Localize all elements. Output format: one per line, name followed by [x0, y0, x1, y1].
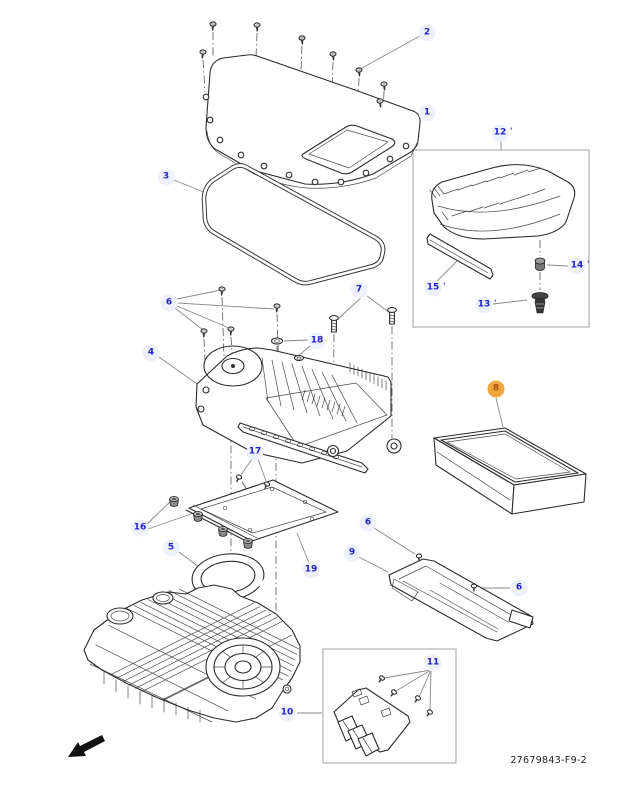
detail-box-top [412, 149, 590, 328]
direction-arrow-icon [68, 735, 105, 757]
callout-10[interactable]: 10 [278, 704, 296, 722]
washers [270, 337, 305, 362]
callout-14[interactable]: 14' [568, 257, 590, 275]
top-cover-part [202, 54, 421, 189]
callout-7[interactable]: 7 [350, 281, 368, 299]
callout-16[interactable]: 16 [131, 519, 149, 537]
callout-12[interactable]: 12' [491, 124, 513, 142]
intake-tray-part [388, 558, 534, 642]
callout-3[interactable]: 3 [157, 168, 175, 186]
callout-1[interactable]: 1 [418, 104, 436, 122]
filter-housing-part [195, 345, 402, 474]
detail-strip-part [426, 233, 494, 280]
callout-6[interactable]: 6 [359, 514, 377, 532]
mounting-frame-part [185, 479, 339, 544]
air-filter-element [433, 427, 587, 515]
callout-4[interactable]: 4 [142, 344, 160, 362]
callout-8[interactable]: 8 [487, 380, 505, 398]
detail-nut-part [534, 257, 546, 271]
drawing-number: 27679843-F9-2 [510, 755, 587, 766]
callout-13[interactable]: 13' [475, 296, 497, 314]
detail-grille-part [429, 164, 576, 240]
callout-18[interactable]: 18 [308, 332, 326, 350]
callout-6[interactable]: 6 [510, 579, 528, 597]
detail-screw-part [531, 292, 549, 314]
callout-5[interactable]: 5 [162, 539, 180, 557]
callout-2[interactable]: 2 [418, 24, 436, 42]
callout-9[interactable]: 9 [343, 544, 361, 562]
lower-housing-part [83, 584, 301, 723]
bracket-part [333, 687, 411, 757]
callout-6[interactable]: 6 [160, 294, 178, 312]
callout-15[interactable]: 15' [424, 279, 446, 297]
callout-19[interactable]: 19 [302, 561, 320, 579]
callout-11[interactable]: 11 [424, 654, 442, 672]
gasket-seal [201, 163, 386, 286]
callout-17[interactable]: 17 [246, 443, 264, 461]
leader-lines [146, 35, 569, 714]
detail-box-bottom [322, 648, 457, 764]
